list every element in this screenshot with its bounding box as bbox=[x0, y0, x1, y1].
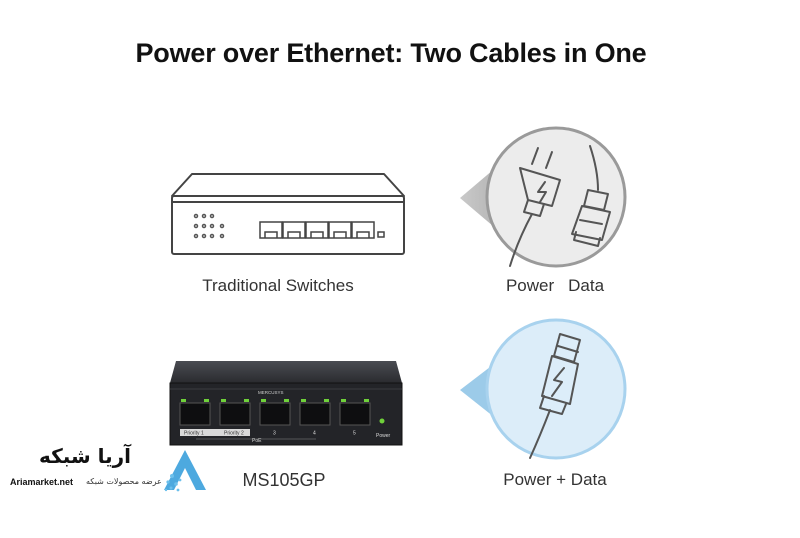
ethernet-connector-icon bbox=[571, 145, 611, 247]
port-label-3: 3 bbox=[273, 431, 276, 437]
traditional-switch-ports bbox=[259, 221, 385, 239]
traditional-switches-caption: Traditional Switches bbox=[202, 276, 354, 295]
port-label-5: 5 bbox=[353, 431, 356, 437]
traditional-switch-illustration bbox=[171, 173, 405, 255]
watermark-logo-icon bbox=[164, 450, 206, 492]
power-label: Power bbox=[376, 433, 391, 439]
power-caption: Power bbox=[505, 276, 555, 295]
poe-label: PoE bbox=[252, 438, 262, 444]
power-data-caption: Power Data bbox=[490, 276, 620, 296]
port-label-2: Priority 2 bbox=[224, 431, 244, 437]
watermark-url: Ariamarket.net bbox=[10, 477, 74, 487]
page-title: Power over Ethernet: Two Cables in One bbox=[135, 38, 647, 68]
switch-brand: MERCUSYS bbox=[258, 390, 284, 395]
power-plus-data-caption: Power + Data bbox=[503, 470, 607, 489]
poe-connector-icon bbox=[529, 333, 581, 459]
watermark-name: آریا شبکه bbox=[39, 444, 132, 468]
ms105gp-ports bbox=[179, 402, 371, 426]
power-and-data-cables-illustration bbox=[460, 126, 627, 268]
poe-cable-illustration bbox=[460, 318, 627, 460]
ms105gp-caption: MS105GP bbox=[242, 470, 326, 490]
power-plug-icon bbox=[509, 147, 561, 267]
data-caption: Data bbox=[568, 276, 605, 295]
watermark-tagline: عرضه محصولات شبکه bbox=[86, 477, 162, 486]
port-label-4: 4 bbox=[313, 431, 316, 437]
port-leds bbox=[181, 399, 369, 402]
ms105gp-switch-illustration: MERCUSYS Priority 1 Priority 2 3 4 5 PoE… bbox=[169, 361, 403, 446]
power-led bbox=[379, 418, 385, 424]
port-label-1: Priority 1 bbox=[184, 431, 204, 437]
